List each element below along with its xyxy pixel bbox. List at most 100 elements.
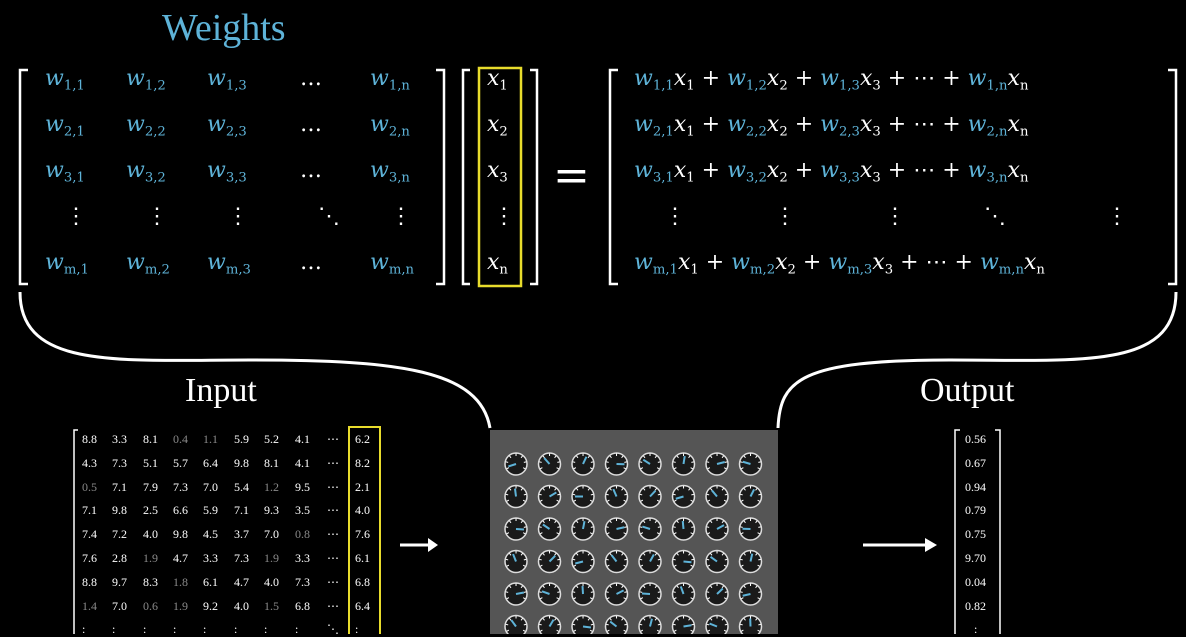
output-cell: 0.56	[965, 432, 986, 447]
x-term: xn	[1008, 112, 1029, 137]
plus-sign: +	[942, 66, 967, 91]
gauge-icon	[673, 583, 695, 605]
plus-sign: +	[942, 112, 967, 137]
result-dots: ⋮	[884, 204, 906, 229]
weight-term: wm,n	[370, 250, 414, 275]
gauge-icon	[572, 551, 594, 573]
gauge-icon	[740, 453, 762, 475]
gauge-icon	[572, 583, 594, 605]
weight-term: wm,2	[126, 250, 170, 275]
weight-matrix-dots: …	[300, 112, 322, 137]
input-cell: 1.9	[173, 599, 188, 614]
ellipsis: ⋯	[913, 158, 942, 183]
result-dots: ⋮	[1106, 204, 1128, 229]
weight-matrix-dots: ⋮	[65, 204, 87, 229]
weight-term: w3,n	[370, 158, 410, 183]
input-cell: ⋱	[327, 622, 339, 637]
input-cell: 6.2	[355, 432, 370, 447]
weight-matrix-entry: w3,2	[126, 158, 166, 186]
input-cell: 4.3	[82, 456, 97, 471]
plus-sign: +	[942, 158, 967, 183]
input-cell: 7.0	[264, 527, 279, 542]
input-cell: 4.7	[173, 551, 188, 566]
input-cell: 1.9	[264, 551, 279, 566]
input-cell: 0.6	[143, 599, 158, 614]
gauge-icon	[505, 518, 527, 540]
input-cell: ⋯	[327, 575, 339, 590]
gauge-icon	[539, 616, 561, 635]
input-cell: 8.3	[143, 575, 158, 590]
weight-matrix-entry: wm,n	[370, 250, 414, 278]
plus-sign: +	[695, 112, 727, 137]
input-cell: 6.4	[203, 456, 218, 471]
x-vector-entry: x2	[487, 112, 508, 140]
gauge-icon	[706, 551, 728, 573]
input-cell: ⋯	[327, 503, 339, 518]
plus-sign: +	[699, 250, 731, 275]
weight-term: w1,1	[634, 66, 674, 91]
input-cell: :	[112, 622, 115, 637]
weight-matrix-dots: ⋮	[146, 204, 168, 229]
gauge-icon	[539, 583, 561, 605]
result-row: wm,1x1 + wm,2x2 + wm,3x3 + ⋯ + wm,nxn	[634, 250, 1045, 278]
input-cell: 1.9	[143, 551, 158, 566]
input-cell: 7.1	[82, 503, 97, 518]
x-vector-entry: x3	[487, 158, 508, 186]
gauge-icon	[639, 616, 661, 635]
gauge-icon	[539, 453, 561, 475]
gauge-icon	[673, 616, 695, 635]
weight-term: w3,2	[727, 158, 767, 183]
gauge-icon	[505, 583, 527, 605]
input-cell: 3.3	[295, 551, 310, 566]
weight-matrix-entry: w2,2	[126, 112, 166, 140]
weight-matrix-dots: …	[300, 158, 322, 183]
input-cell: 1.2	[264, 480, 279, 495]
gauge-icon	[639, 583, 661, 605]
result-dots: ⋮	[664, 204, 686, 229]
equals-sign: =	[553, 150, 590, 201]
x-term: x1	[674, 112, 695, 137]
input-cell: 2.1	[355, 480, 370, 495]
gauge-icon	[539, 518, 561, 540]
plus-sign: +	[881, 112, 913, 137]
ellipsis: ⋯	[913, 112, 942, 137]
input-cell: 6.8	[355, 575, 370, 590]
input-cell: 6.8	[295, 599, 310, 614]
output-cell: 0.04	[965, 575, 986, 590]
result-row: w2,1x1 + w2,2x2 + w2,3x3 + ⋯ + w2,nxn	[634, 112, 1028, 140]
input-cell: 4.7	[234, 575, 249, 590]
plus-sign: +	[695, 158, 727, 183]
gauge-icon	[639, 486, 661, 508]
weight-term: w2,n	[968, 112, 1008, 137]
weight-term: w2,2	[727, 112, 767, 137]
gauge-icon	[740, 583, 762, 605]
input-cell: 4.0	[355, 503, 370, 518]
x-term: xn	[1008, 66, 1029, 91]
input-cell: 1.5	[264, 599, 279, 614]
input-cell: 3.5	[295, 503, 310, 518]
input-cell: 4.5	[203, 527, 218, 542]
weight-matrix-dots: ⋱	[318, 204, 340, 229]
x-term: x3	[872, 250, 893, 275]
output-cell: 0.67	[965, 456, 986, 471]
gauge-icon	[706, 583, 728, 605]
input-cell: :	[355, 622, 358, 637]
input-cell: 7.1	[112, 480, 127, 495]
gauge-icon	[706, 453, 728, 475]
input-cell: 7.3	[295, 575, 310, 590]
gauge-icon	[673, 486, 695, 508]
gauge-icon	[505, 453, 527, 475]
weight-term: wm,3	[828, 250, 872, 275]
input-cell: 6.1	[355, 551, 370, 566]
input-cell: 3.3	[112, 432, 127, 447]
input-cell: 5.4	[234, 480, 249, 495]
input-cell: 7.9	[143, 480, 158, 495]
x-term: x3	[860, 158, 881, 183]
gauge-icon	[606, 551, 628, 573]
weight-term: w1,n	[370, 66, 410, 91]
weight-matrix-entry: w1,3	[207, 66, 247, 94]
input-cell: 1.4	[82, 599, 97, 614]
input-cell: 7.3	[173, 480, 188, 495]
weight-term: w2,2	[126, 112, 166, 137]
plus-sign: +	[955, 250, 980, 275]
